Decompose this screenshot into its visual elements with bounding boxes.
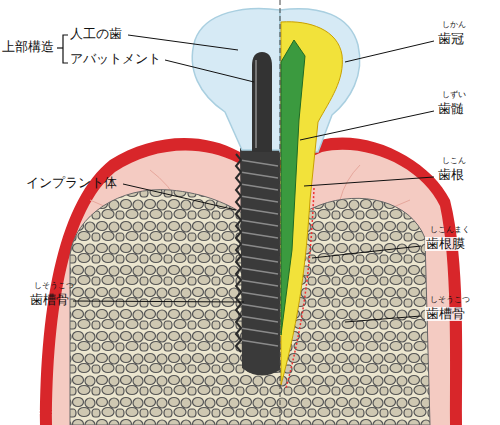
part-label: 歯槽骨 xyxy=(30,293,69,307)
part-label: 歯冠 xyxy=(438,32,464,46)
furigana: しこんまく xyxy=(430,226,470,235)
furigana: しそうこつ xyxy=(430,296,470,305)
part-label: 歯根 xyxy=(438,168,464,182)
part-label: 人工の歯 xyxy=(70,27,122,41)
furigana: しそうこつ xyxy=(34,282,74,291)
group-label: 上部構造 xyxy=(2,40,54,54)
part-label: インプラント体 xyxy=(26,176,117,190)
furigana: しずい xyxy=(442,91,466,100)
part-label: アバットメント xyxy=(70,52,161,66)
part-label: 歯髄 xyxy=(438,102,464,116)
furigana: しかん xyxy=(442,21,466,30)
part-label: 歯根膜 xyxy=(425,237,466,251)
part-label: 歯槽骨 xyxy=(425,307,466,321)
furigana: しこん xyxy=(442,157,466,166)
